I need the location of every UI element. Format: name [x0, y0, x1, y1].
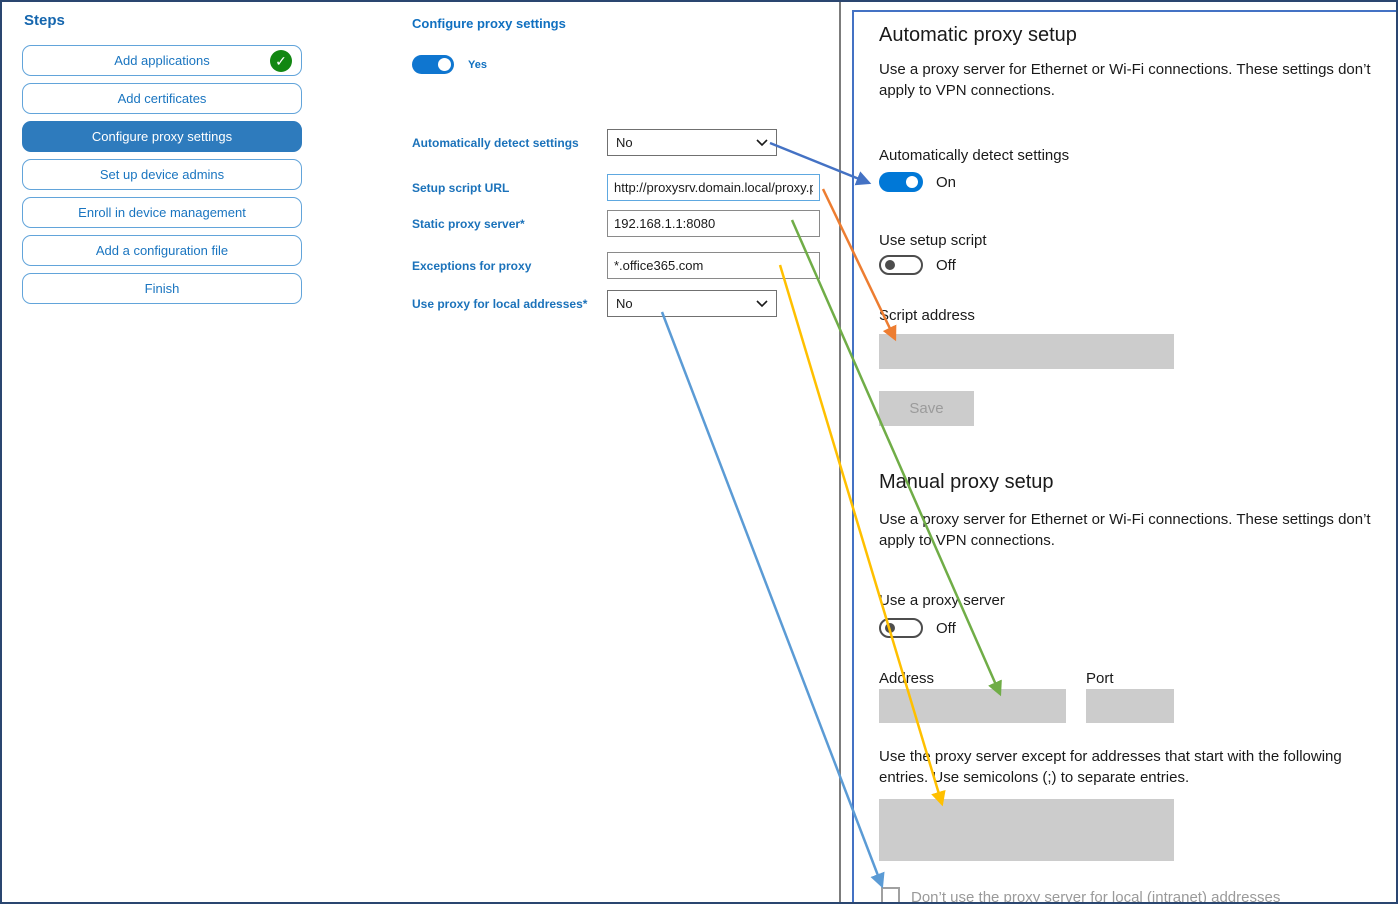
use-proxy-server-label: Use a proxy server: [879, 592, 1005, 609]
auto-detect-state: On: [936, 174, 957, 191]
step-add-a-configuration-file[interactable]: Add a configuration file: [22, 235, 302, 266]
use-setup-script-toggle[interactable]: [879, 255, 923, 275]
field-label-static-proxy-server: Static proxy server*: [412, 217, 525, 231]
step-set-up-device-admins[interactable]: Set up device admins: [22, 159, 302, 190]
automatic-proxy-description: Use a proxy server for Ethernet or Wi-Fi…: [879, 61, 1371, 99]
form-title: Configure proxy settings: [412, 16, 566, 31]
script-address-input[interactable]: [879, 334, 1174, 369]
automatic-proxy-heading: Automatic proxy setup: [879, 24, 1077, 46]
step-label: Finish: [144, 281, 180, 296]
exceptions-description: Use the proxy server except for addresse…: [879, 748, 1342, 786]
toggle-knob: [906, 176, 918, 188]
step-label: Enroll in device management: [78, 205, 246, 220]
chevron-down-icon: [756, 139, 768, 147]
auto-detect-label: Automatically detect settings: [879, 147, 1070, 164]
dropdown-value: No: [616, 135, 633, 150]
use-setup-script-label: Use setup script: [879, 232, 987, 249]
local-intranet-checkbox-label: Don’t use the proxy server for local (in…: [911, 889, 1281, 904]
steps-panel: Steps Add applications ✓ Add certificate…: [22, 10, 302, 311]
configure-proxy-toggle-label: Yes: [468, 59, 487, 71]
field-label-exceptions: Exceptions for proxy: [412, 259, 532, 273]
manual-proxy-heading: Manual proxy setup: [879, 471, 1054, 493]
steps-title: Steps: [24, 12, 65, 29]
dropdown-value: No: [616, 296, 633, 311]
toggle-knob: [885, 260, 895, 270]
step-configure-proxy-settings[interactable]: Configure proxy settings: [22, 121, 302, 152]
check-icon: ✓: [270, 49, 292, 72]
use-proxy-server-toggle[interactable]: [879, 618, 923, 638]
manual-proxy-description: Use a proxy server for Ethernet or Wi-Fi…: [879, 511, 1371, 549]
address-label: Address: [879, 670, 935, 687]
setup-script-url-input[interactable]: [607, 174, 820, 201]
auto-detect-dropdown[interactable]: No: [607, 129, 777, 156]
field-label-auto-detect: Automatically detect settings: [412, 136, 579, 150]
exceptions-textarea[interactable]: [879, 799, 1174, 861]
step-label: Set up device admins: [99, 167, 225, 182]
address-input[interactable]: [879, 689, 1066, 723]
local-addresses-dropdown[interactable]: No: [607, 290, 777, 317]
save-button[interactable]: Save: [879, 391, 974, 426]
auto-detect-toggle[interactable]: [879, 172, 923, 192]
port-input[interactable]: [1086, 689, 1174, 723]
proxy-exceptions-input[interactable]: [607, 252, 820, 279]
step-add-applications[interactable]: Add applications ✓: [22, 45, 302, 76]
port-label: Port: [1086, 670, 1114, 687]
step-finish[interactable]: Finish: [22, 273, 302, 304]
script-address-label: Script address: [879, 307, 975, 324]
use-setup-script-state: Off: [936, 257, 956, 274]
panel-divider: [839, 2, 841, 902]
toggle-knob: [438, 58, 451, 71]
step-label: Configure proxy settings: [91, 129, 233, 144]
step-add-certificates[interactable]: Add certificates: [22, 83, 302, 114]
step-label: Add certificates: [117, 91, 207, 106]
configure-proxy-toggle[interactable]: [412, 55, 454, 74]
static-proxy-server-input[interactable]: [607, 210, 820, 237]
use-proxy-server-state: Off: [936, 620, 956, 637]
step-label: Add a configuration file: [95, 243, 229, 258]
step-enroll-in-device-management[interactable]: Enroll in device management: [22, 197, 302, 228]
field-label-local-addresses: Use proxy for local addresses*: [412, 297, 588, 311]
field-label-setup-script-url: Setup script URL: [412, 181, 510, 195]
step-label: Add applications: [114, 53, 210, 68]
proxy-settings-form: Configure proxy settings Yes Automatical…: [412, 2, 842, 902]
local-intranet-checkbox[interactable]: [881, 887, 900, 902]
toggle-knob: [885, 623, 895, 633]
chevron-down-icon: [756, 300, 768, 308]
windows-proxy-settings-panel: Automatic proxy setup Use a proxy server…: [852, 10, 1396, 904]
